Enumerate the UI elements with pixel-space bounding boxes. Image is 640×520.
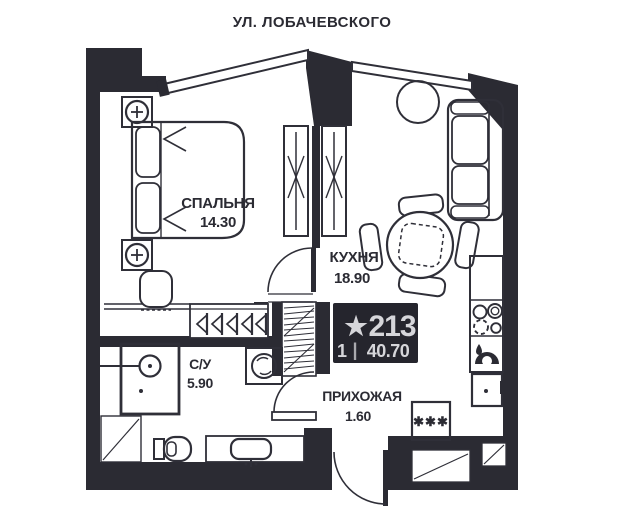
- freezer-stars-marker: ✱✱✱: [413, 414, 449, 429]
- bathroom-area: 5.90: [187, 375, 214, 391]
- fridge: [470, 372, 506, 408]
- wall-shelf-left: [272, 302, 282, 376]
- hallway: ПРИХОЖАЯ 1.60 ✱✱✱: [322, 388, 507, 483]
- hanger-icon: [195, 313, 209, 335]
- wall-niche: [481, 442, 507, 467]
- nightstand: [121, 96, 153, 128]
- cooktop: [472, 303, 503, 335]
- bedroom-window-cap: [156, 79, 170, 97]
- bathroom-label: С/У: [189, 356, 211, 372]
- wall-bathroom-top: [100, 336, 282, 347]
- wall-left: [86, 48, 166, 490]
- vent-shaft: [100, 415, 142, 463]
- rug-circle: [396, 80, 440, 124]
- entrance-door: [333, 450, 388, 506]
- washing-machine: [245, 347, 283, 385]
- bedroom-label: СПАЛЬНЯ: [181, 195, 254, 212]
- star-icon: ★: [344, 311, 368, 341]
- hanger-closet: [189, 303, 269, 339]
- wall-niche: [411, 449, 471, 483]
- chair: [139, 270, 173, 308]
- wall-center-pillar: [306, 50, 352, 126]
- hanger-icon: [225, 313, 239, 335]
- kitchen-area: 18.90: [334, 270, 370, 287]
- door-leaf: [271, 411, 317, 421]
- hanger-icon: [240, 313, 254, 335]
- toilet: [153, 435, 193, 463]
- chair: [358, 222, 384, 272]
- wall-shelf-right: [316, 302, 330, 374]
- sofa: [446, 98, 505, 222]
- blanket-fold: [162, 206, 187, 232]
- dining-table: [358, 193, 480, 298]
- pillow: [135, 126, 161, 178]
- bed: [130, 120, 246, 240]
- vanity-sink: [205, 435, 305, 467]
- kitchen-window: [351, 60, 473, 92]
- bathroom: С/У 5.90: [100, 342, 305, 467]
- bedroom-door: [267, 247, 316, 303]
- pillow: [135, 182, 161, 234]
- bedroom-window: [163, 48, 309, 96]
- table-top: [385, 210, 455, 280]
- kitchen: КУХНЯ 18.90: [330, 80, 506, 408]
- wall-entry-pillar: [304, 428, 332, 464]
- hallway-area: 1.60: [345, 408, 372, 424]
- bedroom: СПАЛЬНЯ 14.30: [104, 96, 347, 311]
- door-swing-arc: [273, 371, 315, 413]
- shower: [100, 342, 181, 416]
- street-title: УЛ. ЛОБАЧЕВСКОГО: [233, 14, 392, 31]
- badge-background: [333, 303, 418, 363]
- door-swing-arc: [333, 451, 387, 505]
- wall-bottom: [100, 462, 332, 490]
- badge-subline: 1 | 40.70: [337, 340, 410, 361]
- chair: [454, 220, 480, 270]
- hanger-icon: [254, 313, 268, 335]
- kitchen-sink: [475, 344, 499, 366]
- apartment-badge: ★ 213 1 | 40.70: [333, 303, 418, 363]
- hallway-label: ПРИХОЖАЯ: [322, 388, 402, 404]
- door-leaf: [383, 450, 388, 506]
- freezer-box: ✱✱✱: [410, 400, 452, 442]
- wall-wardrobe-divider: [312, 126, 320, 248]
- wardrobe-bedroom: [283, 125, 309, 237]
- blanket-fold: [162, 126, 187, 152]
- windows: [156, 48, 473, 97]
- apartment-number: 213: [368, 310, 415, 343]
- shelf-unit: [281, 301, 317, 377]
- door-leaf: [311, 248, 316, 292]
- kitchen-label: КУХНЯ: [330, 249, 379, 266]
- bedroom-area: 14.30: [200, 214, 236, 231]
- nightstand: [121, 239, 153, 271]
- kitchen-counter: [469, 255, 506, 408]
- hanger-icon: [210, 313, 224, 335]
- wardrobe-kitchen: [321, 125, 347, 237]
- drain-dot: [139, 389, 143, 393]
- table-inner-dashed: [397, 222, 445, 268]
- doors: [267, 247, 388, 506]
- bathroom-door: [271, 371, 317, 421]
- door-swing-arc: [267, 247, 313, 293]
